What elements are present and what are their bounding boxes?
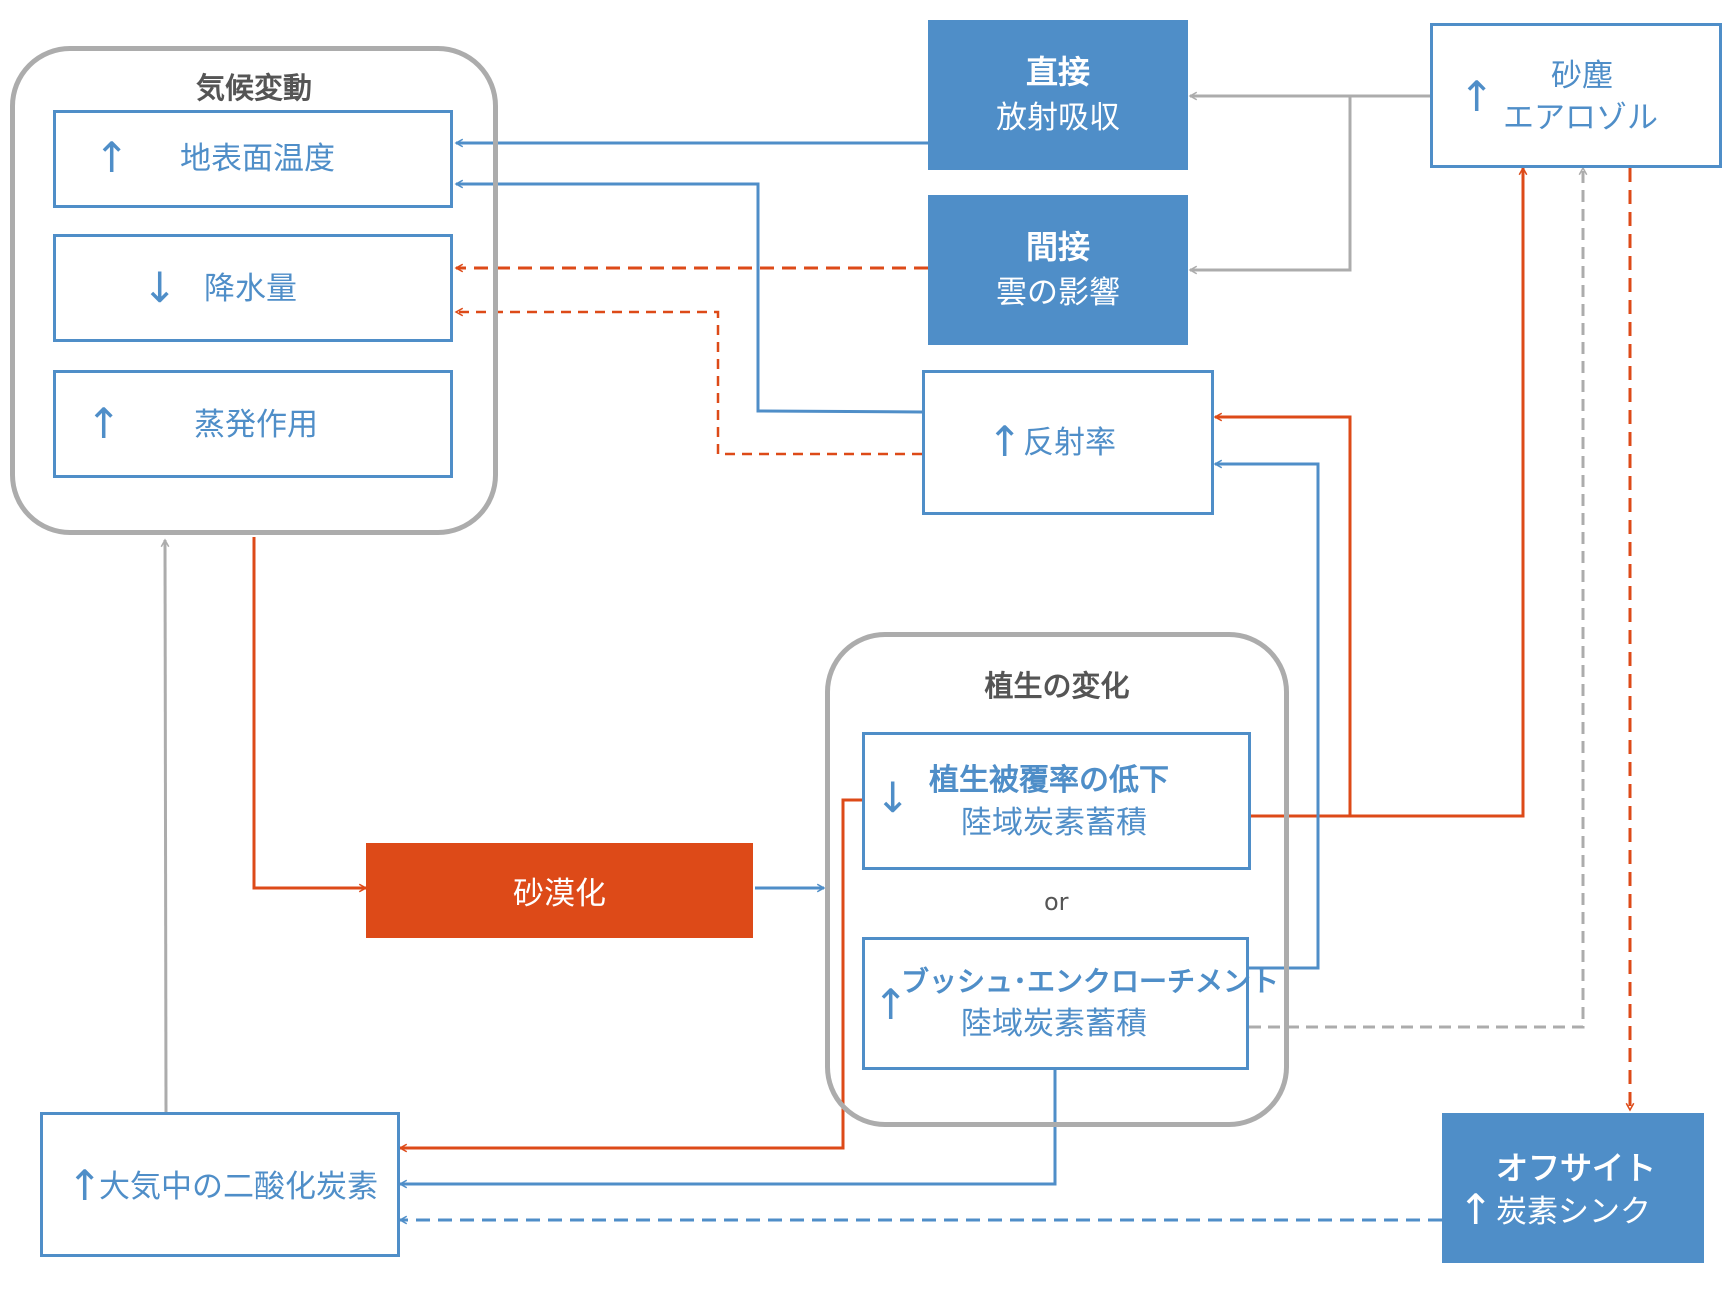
vegetation-change-title: 植生の変化 bbox=[984, 669, 1130, 703]
link-coverloss-to-aerosol bbox=[1251, 168, 1523, 818]
climate-change-title: 気候変動 bbox=[195, 71, 312, 105]
surface-temp-box: ↑ 地表面温度 bbox=[53, 110, 453, 208]
vegetation-change-group: 植生の変化 bbox=[825, 632, 1289, 1127]
down-arrow-icon: ↓ bbox=[875, 773, 911, 822]
dust-aerosol-box: ↑ 砂塵 エアロゾル bbox=[1430, 23, 1722, 168]
desertification-box: 砂漠化 bbox=[366, 843, 753, 938]
precipitation-box: ↓ 降水量 bbox=[53, 234, 453, 342]
albedo-box: ↑ 反射率 bbox=[922, 370, 1214, 515]
cover-loss-line1: 植生被覆率の低下 bbox=[929, 763, 1169, 798]
indirect-box: 間接 雲の影響 bbox=[928, 195, 1188, 345]
link-albedo-to-precip bbox=[456, 312, 922, 456]
up-arrow-icon: ↑ bbox=[67, 1161, 103, 1210]
link-co2-to-climate bbox=[165, 540, 166, 1113]
link-albedo-to-temp bbox=[456, 184, 923, 414]
offsite-title: オフサイト bbox=[1496, 1149, 1657, 1187]
direct-label: 放射吸収 bbox=[996, 100, 1120, 136]
precipitation-label: 降水量 bbox=[204, 271, 297, 307]
surface-temp-label: 地表面温度 bbox=[180, 141, 335, 177]
link-coverloss-to-co2 bbox=[400, 798, 862, 1148]
up-arrow-icon: ↑ bbox=[987, 417, 1023, 466]
link-coverloss-to-albedo bbox=[1215, 417, 1352, 816]
direct-title: 直接 bbox=[1025, 53, 1090, 91]
up-arrow-icon: ↑ bbox=[94, 133, 130, 182]
bush-line2: 陸域炭素蓄積 bbox=[961, 1006, 1147, 1042]
link-bush-to-co2 bbox=[400, 1070, 1057, 1184]
atmospheric-co2-box: ↑ 大気中の二酸化炭素 bbox=[40, 1112, 400, 1257]
cover-loss-line2: 陸域炭素蓄積 bbox=[961, 805, 1147, 841]
up-arrow-icon: ↑ bbox=[873, 980, 909, 1029]
evaporation-box: ↑ 蒸発作用 bbox=[53, 370, 453, 478]
direct-box: 直接 放射吸収 bbox=[928, 20, 1188, 170]
co2-label: 大気中の二酸化炭素 bbox=[99, 1169, 378, 1205]
link-bush-to-albedo bbox=[1215, 464, 1320, 970]
climate-change-group: 気候変動 bbox=[10, 46, 498, 535]
indirect-title: 間接 bbox=[1025, 228, 1090, 266]
down-arrow-icon: ↓ bbox=[142, 263, 178, 312]
link-aerosol-to-indirect bbox=[1190, 96, 1352, 270]
up-arrow-icon: ↑ bbox=[1459, 72, 1495, 121]
offsite-label: 炭素シンク bbox=[1496, 1194, 1651, 1230]
bush-encroachment-box: ↑ ブッシュ･エンクローチメント 陸域炭素蓄積 bbox=[862, 937, 1279, 1070]
aerosol-line2: エアロゾル bbox=[1503, 100, 1658, 136]
up-arrow-icon: ↑ bbox=[1458, 1185, 1494, 1234]
aerosol-line1: 砂塵 bbox=[1551, 58, 1613, 94]
cover-loss-box: ↓ 植生被覆率の低下 陸域炭素蓄積 bbox=[862, 732, 1251, 870]
indirect-label: 雲の影響 bbox=[996, 275, 1120, 311]
albedo-label: 反射率 bbox=[1023, 425, 1116, 461]
bush-line1: ブッシュ･エンクローチメント bbox=[901, 965, 1280, 998]
or-label: or bbox=[1044, 888, 1069, 916]
link-climate-to-desert bbox=[252, 537, 366, 888]
offsite-carbon-sink-box: オフサイト ↑ 炭素シンク bbox=[1442, 1113, 1704, 1263]
up-arrow-icon: ↑ bbox=[86, 399, 122, 448]
evaporation-label: 蒸発作用 bbox=[194, 407, 318, 443]
link-bush-to-aerosol bbox=[1249, 168, 1583, 1029]
